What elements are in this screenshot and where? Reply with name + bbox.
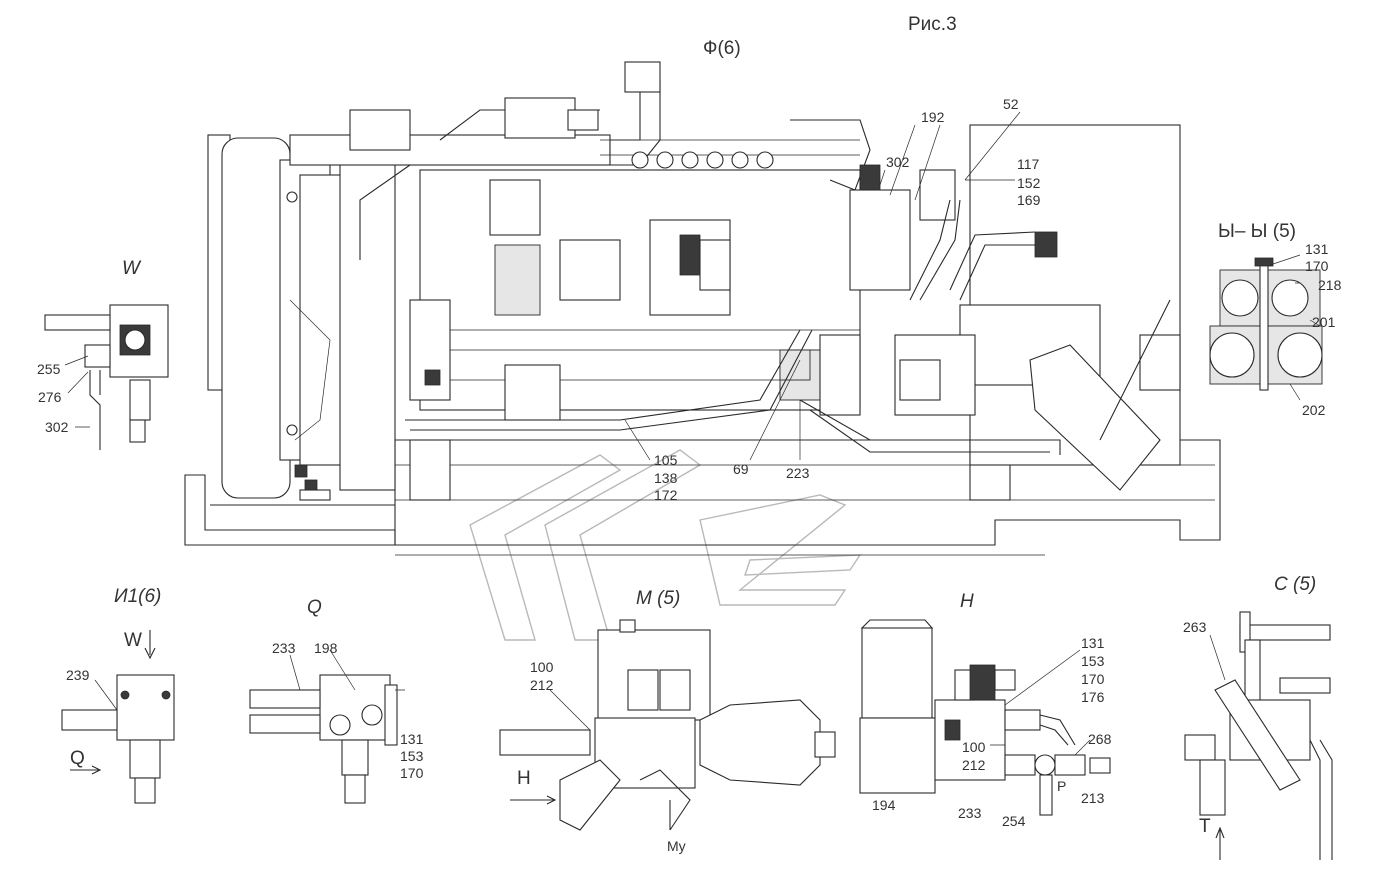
- arrow-label-w: W: [124, 630, 142, 651]
- callout-198: 198: [314, 640, 338, 656]
- callout-h-170: 170: [1081, 671, 1105, 687]
- arrow-label-q: Q: [70, 748, 85, 769]
- callout-105: 105: [654, 452, 678, 468]
- callout-h-100: 100: [962, 739, 986, 755]
- callout-69: 69: [733, 461, 749, 477]
- callout-239: 239: [66, 667, 90, 683]
- callout-263: 263: [1183, 619, 1207, 635]
- callout-218: 218: [1318, 277, 1342, 293]
- arrow-label-h: H: [517, 768, 531, 789]
- main-engine-view: [184, 61, 1221, 556]
- callout-52: 52: [1003, 96, 1019, 112]
- view-m: [499, 619, 836, 831]
- label-p: P: [1057, 778, 1066, 794]
- callout-q-233: 233: [272, 640, 296, 656]
- view-title-w: W: [122, 258, 142, 279]
- callout-h-153: 153: [1081, 653, 1105, 669]
- label-my: My: [667, 838, 686, 854]
- callout-255: 255: [37, 361, 61, 377]
- callout-117: 117: [1017, 156, 1040, 172]
- view-title-i1: И1(6): [114, 586, 161, 607]
- callout-213: 213: [1081, 790, 1105, 806]
- callout-s-131: 131: [1305, 241, 1329, 257]
- view-title-q: Q: [307, 597, 322, 618]
- view-title-m: M (5): [636, 588, 680, 609]
- callout-302: 302: [886, 154, 910, 170]
- callout-169: 169: [1017, 192, 1041, 208]
- callout-h-212: 212: [962, 757, 986, 773]
- view-title-main: Ф(6): [703, 38, 741, 59]
- view-title-c: C (5): [1274, 574, 1316, 595]
- view-title-section: Ы– Ы (5): [1218, 221, 1296, 242]
- callout-m-100: 100: [530, 659, 554, 675]
- arrow-label-t: T: [1199, 816, 1211, 837]
- callout-172: 172: [654, 487, 678, 503]
- view-w: [44, 304, 169, 450]
- callout-q-153: 153: [400, 748, 424, 764]
- view-h: [859, 619, 1111, 816]
- callout-138: 138: [654, 470, 678, 486]
- drawing-labels: Рис.3 Ф(6) W Ы– Ы (5) И1(6) Q M (5) H C …: [37, 14, 1342, 854]
- callout-152: 152: [1017, 175, 1041, 191]
- callout-276: 276: [38, 389, 62, 405]
- callout-202: 202: [1302, 402, 1326, 418]
- view-q: [249, 649, 405, 804]
- callout-223: 223: [786, 465, 810, 481]
- section-y-y: [1209, 254, 1323, 401]
- callout-h-131: 131: [1081, 635, 1105, 651]
- callout-q-131: 131: [400, 731, 424, 747]
- view-i1: [61, 630, 175, 804]
- callout-254: 254: [1002, 813, 1026, 829]
- callout-q-170: 170: [400, 765, 424, 781]
- callout-194: 194: [872, 797, 896, 813]
- callout-s-170: 170: [1305, 258, 1329, 274]
- callout-201: 201: [1312, 314, 1336, 330]
- callout-w-302: 302: [45, 419, 69, 435]
- callout-h-176: 176: [1081, 689, 1105, 705]
- callout-192: 192: [921, 109, 945, 125]
- view-c: [1184, 611, 1333, 860]
- callout-m-212: 212: [530, 677, 554, 693]
- figure-title: Рис.3: [908, 14, 957, 35]
- watermark-logo: [469, 449, 862, 641]
- callout-268: 268: [1088, 731, 1112, 747]
- callout-h-233: 233: [958, 805, 982, 821]
- view-title-h: H: [960, 591, 974, 612]
